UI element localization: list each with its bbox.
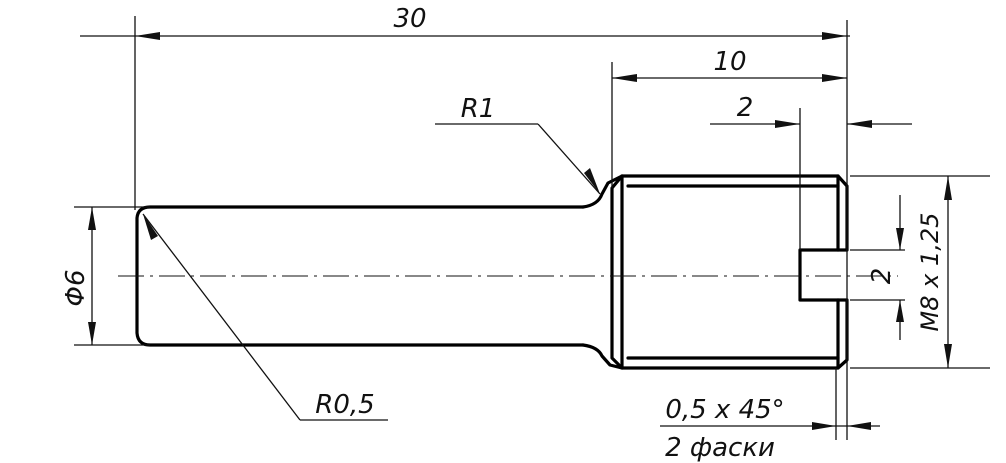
dim-thread-spec: M8 x 1,25	[916, 176, 952, 368]
dim-slot-depth: 2	[710, 93, 912, 128]
extension-lines	[74, 16, 990, 440]
chamfer-size-label: 0,5 x 45°	[665, 395, 784, 425]
chamfer-callout: 0,5 x 45° 2 фаски	[660, 395, 880, 463]
dim-slot-depth-label: 2	[737, 93, 754, 123]
part-outline	[135, 174, 849, 370]
dim-slot-width-label: 2	[867, 268, 897, 285]
dim-thread-length: 10	[612, 47, 847, 82]
dim-slot-width: 2	[867, 195, 904, 340]
neck-fillet-top	[581, 174, 624, 209]
dim-thread-label: M8 x 1,25	[916, 213, 944, 332]
leader-r1-label: R1	[461, 94, 496, 124]
leader-r05-label: R0,5	[315, 390, 374, 420]
dim-10-label: 10	[713, 47, 746, 77]
chamfer-count-label: 2 фаски	[665, 433, 775, 463]
neck-fillet-bottom	[581, 343, 624, 370]
dim-diameter-label: Φ6	[61, 269, 91, 306]
dim-overall-length: 30	[80, 4, 850, 40]
leader-r05: R0,5	[142, 213, 388, 421]
leader-r1: R1	[435, 94, 601, 195]
dim-30-label: 30	[393, 4, 426, 34]
dim-shaft-diameter: Φ6	[61, 207, 96, 345]
thread-body	[610, 174, 849, 370]
